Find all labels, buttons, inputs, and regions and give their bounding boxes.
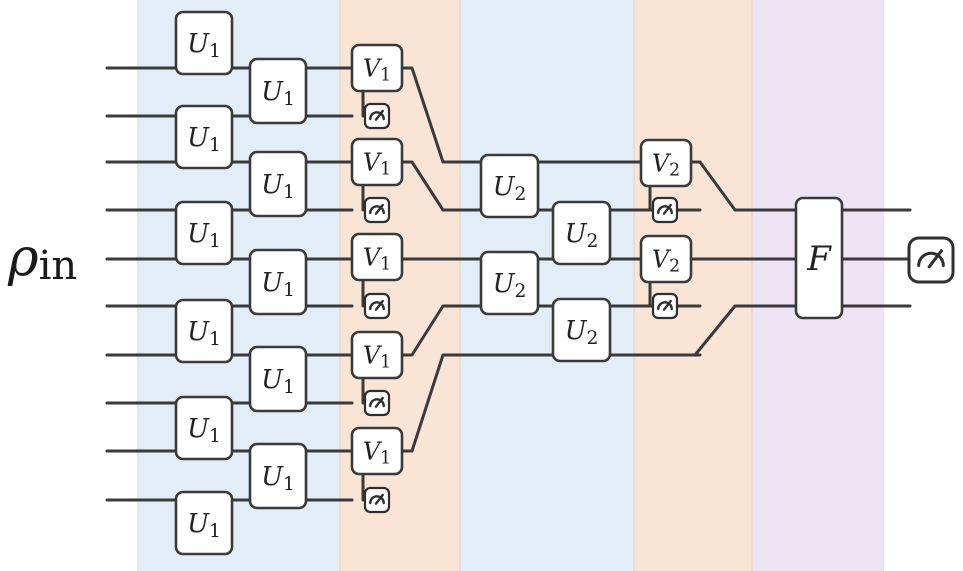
gate-v2-2-label: V2	[652, 245, 680, 276]
gate-u1-a-3-box	[174, 200, 234, 266]
gate-u2-1: U2	[479, 153, 540, 219]
gate-v2-1: V2	[639, 138, 693, 188]
gate-u2-2-box	[479, 250, 540, 316]
gate-u2-1-label: U2	[493, 172, 527, 205]
measurement-meter-icon-v2-1	[651, 196, 679, 224]
gate-u1-b-5-label: U1	[261, 462, 295, 495]
gate-u2-2: U2	[479, 250, 540, 316]
gate-v1-5-label: V1	[363, 437, 391, 468]
gate-u1-b-1-label: U1	[261, 77, 295, 110]
gate-u1-b-1: U1	[248, 57, 308, 125]
gate-u1-a-4: U1	[174, 298, 234, 364]
gate-u1-a-2-box	[174, 104, 234, 170]
gate-u1-b-4-label: U1	[261, 365, 295, 398]
gate-u1-a-5-box	[174, 395, 234, 461]
gate-v1-1-box	[350, 43, 404, 93]
gate-u2-3-label: U2	[565, 219, 599, 252]
measurement-meter-icon-output	[907, 236, 955, 284]
gate-v2-1-label: V2	[652, 149, 680, 180]
gate-v2-2-box	[639, 234, 693, 284]
gate-u1-b-3-box	[248, 248, 308, 316]
measurement-meter-icon-v2-2	[651, 292, 679, 320]
gate-v2-2: V2	[639, 234, 693, 284]
gate-u1-a-3-label: U1	[187, 219, 221, 252]
gate-u1-a-1-box	[174, 10, 234, 76]
gate-u1-a-2: U1	[174, 104, 234, 170]
measurement-meter-icon-v1-1	[363, 102, 391, 130]
gate-u2-3-box	[551, 200, 612, 266]
measurement-meter-icon-v1-4	[363, 389, 391, 417]
gate-u1-b-1-box	[248, 57, 308, 125]
gate-u1-b-3: U1	[248, 248, 308, 316]
gate-u1-a-3: U1	[174, 200, 234, 266]
gate-u1-b-5-box	[248, 442, 308, 510]
gate-u2-1-box	[479, 153, 540, 219]
gate-u1-a-1: U1	[174, 10, 234, 76]
gate-v1-3: V1	[350, 232, 404, 282]
gate-u1-a-6: U1	[174, 490, 234, 556]
gate-f: F	[794, 196, 844, 320]
gate-v1-3-box	[350, 232, 404, 282]
gate-u1-a-5-label: U1	[187, 414, 221, 447]
gate-v1-2-box	[350, 137, 404, 187]
f-input-wire-3	[693, 304, 912, 357]
gate-v1-1: V1	[350, 43, 404, 93]
gate-v1-1-label: V1	[363, 54, 391, 85]
gates: U1U1U1U1U1U1U1U1U1U1U1V1V1V1V1V1U2U2U2U2…	[174, 10, 844, 556]
measurements	[363, 102, 955, 514]
gate-u2-4-box	[551, 297, 612, 363]
gate-u1-a-2-label: U1	[187, 123, 221, 156]
measurement-meter-icon-v1-5	[363, 486, 391, 514]
gate-v1-2-label: V1	[363, 148, 391, 179]
measurement-meter-icon-v1-2	[363, 196, 391, 224]
gate-v1-4-label: V1	[363, 341, 391, 372]
gate-u1-b-2-label: U1	[261, 170, 295, 203]
background-layer-u1	[138, 0, 341, 571]
gate-u1-b-2-box	[248, 150, 308, 218]
gate-u1-b-4: U1	[248, 345, 308, 413]
gate-f-label: F	[806, 239, 832, 279]
gate-u1-a-6-label: U1	[187, 509, 221, 542]
gate-u1-a-5: U1	[174, 395, 234, 461]
gate-u2-4: U2	[551, 297, 612, 363]
gate-v2-1-box	[639, 138, 693, 188]
background-layer-v1	[340, 0, 460, 571]
gate-u2-3: U2	[551, 200, 612, 266]
gate-u2-2-label: U2	[493, 269, 527, 302]
gate-v1-5-box	[350, 426, 404, 476]
gate-u1-a-4-box	[174, 298, 234, 364]
measurement-meter-icon-v1-3	[363, 292, 391, 320]
gate-u1-b-2: U1	[248, 150, 308, 218]
gate-u2-4-label: U2	[565, 316, 599, 349]
gate-u1-b-3-label: U1	[261, 268, 295, 301]
gate-f-box	[794, 196, 844, 320]
gate-v1-3-label: V1	[363, 243, 391, 274]
gate-u1-b-5: U1	[248, 442, 308, 510]
gate-v1-2: V1	[350, 137, 404, 187]
gate-v1-4: V1	[350, 330, 404, 380]
gate-v1-5: V1	[350, 426, 404, 476]
input-state-label: ρin	[7, 228, 77, 289]
background-layer-v2	[634, 0, 752, 571]
gate-u1-a-1-label: U1	[187, 29, 221, 62]
gate-v1-4-box	[350, 330, 404, 380]
gate-u1-a-4-label: U1	[187, 317, 221, 350]
gate-u1-b-4-box	[248, 345, 308, 413]
gate-u1-a-6-box	[174, 490, 234, 556]
